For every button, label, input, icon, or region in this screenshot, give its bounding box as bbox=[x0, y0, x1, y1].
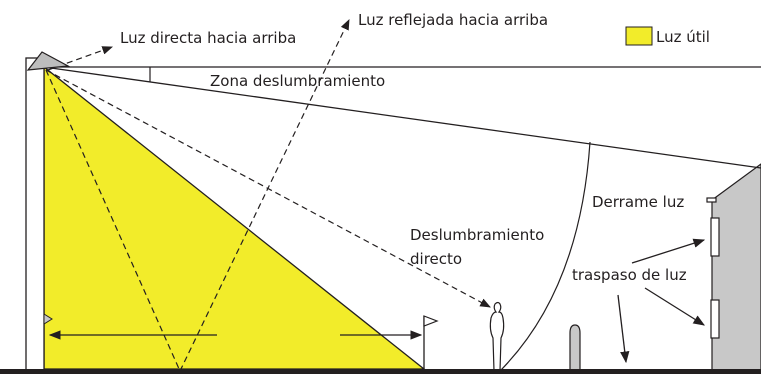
bollard-icon bbox=[569, 324, 581, 372]
lighting-pole bbox=[25, 57, 45, 371]
label-direct-glare-line2: directo bbox=[410, 250, 462, 268]
person-icon bbox=[489, 301, 505, 372]
direct-glare-path bbox=[45, 69, 491, 308]
legend-label: Luz útil bbox=[656, 28, 710, 46]
light-spread-boundary bbox=[43, 66, 761, 169]
trespass-arrow-upper bbox=[631, 238, 706, 264]
reflected-up-light-path bbox=[179, 19, 350, 372]
label-direct-up: Luz directa hacia arriba bbox=[120, 29, 296, 47]
building-window-upper bbox=[710, 217, 720, 257]
ground-line bbox=[0, 369, 761, 374]
trespass-arrow-lower bbox=[644, 287, 705, 326]
luminaire-icon bbox=[26, 51, 71, 71]
building-roof-cap bbox=[706, 197, 717, 203]
label-glare-zone: Zona deslumbramiento bbox=[210, 72, 385, 90]
trespass-arrow-down bbox=[617, 294, 630, 364]
flag-icon-pole bbox=[43, 313, 53, 325]
label-direct-glare-line1: Deslumbramiento bbox=[410, 226, 544, 244]
reflected-down-path bbox=[45, 69, 181, 372]
building-window-lower bbox=[710, 299, 720, 339]
label-spill: Derrame luz bbox=[592, 193, 684, 211]
label-trespass: traspaso de luz bbox=[572, 266, 687, 284]
label-reflected-up: Luz reflejada hacia arriba bbox=[358, 11, 548, 29]
spill-boundary-curve bbox=[499, 141, 591, 372]
flag-icon bbox=[423, 315, 439, 369]
legend-swatch bbox=[625, 26, 653, 46]
building-icon bbox=[711, 163, 761, 372]
